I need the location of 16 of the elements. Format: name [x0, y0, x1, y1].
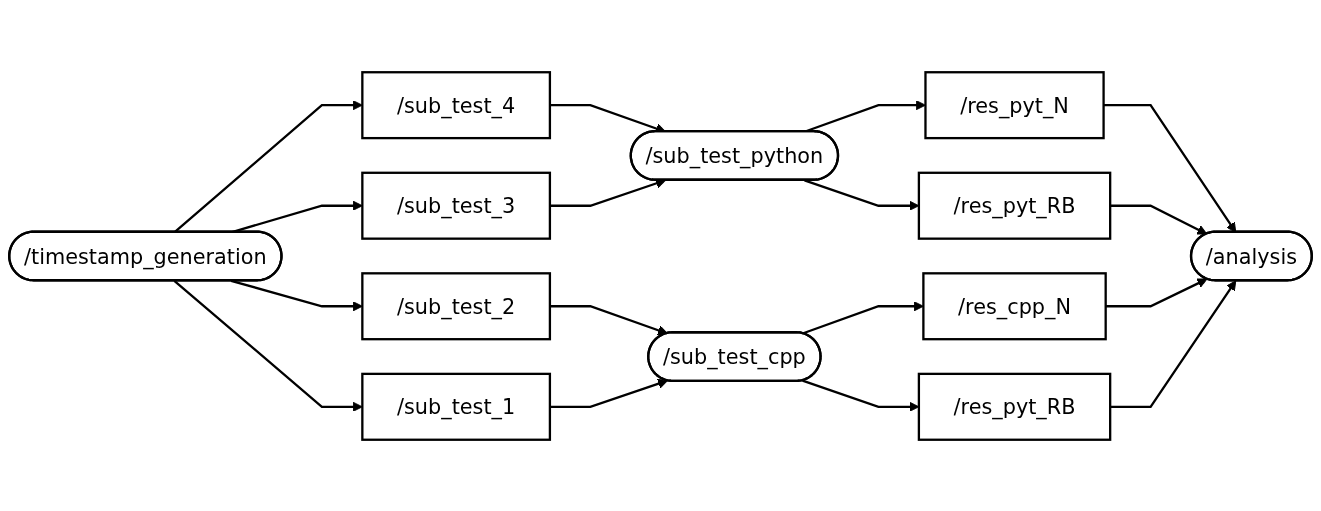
arrow [1103, 103, 1237, 233]
arrow [1110, 204, 1208, 234]
node-box: /res_pyt_N [924, 70, 1105, 139]
node-box: /res_pyt_RB [917, 171, 1112, 240]
arrow [173, 279, 363, 412]
arrow [1110, 279, 1237, 408]
node-box: /sub_test_3 [361, 171, 552, 240]
arrow [549, 304, 668, 335]
node-box: /sub_test_4 [361, 70, 552, 139]
arrow [230, 279, 363, 311]
node-box: /res_pyt_RB [917, 372, 1112, 441]
node-box: /sub_test_1 [361, 372, 552, 441]
node-box: /sub_test_2 [361, 271, 552, 340]
node-box: /res_cpp_N [922, 271, 1107, 340]
arrow [1105, 278, 1208, 307]
arrow [549, 378, 668, 408]
